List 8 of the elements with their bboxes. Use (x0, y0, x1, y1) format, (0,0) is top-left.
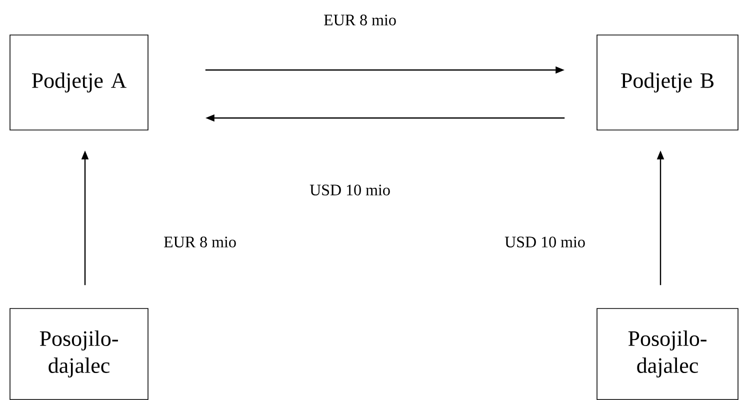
company-box: Podjetje A (10, 34, 148, 130)
company-box: Posojilo-dajalec (10, 308, 148, 400)
edge-label: EUR 8 mio (324, 14, 396, 26)
edge-label: USD 10 mio (310, 184, 390, 196)
company-box: Posojilo-dajalec (596, 308, 738, 400)
company-box: Podjetje B (596, 34, 738, 130)
edge-label: USD 10 mio (504, 236, 585, 248)
edge-label: EUR 8 mio (164, 236, 236, 248)
